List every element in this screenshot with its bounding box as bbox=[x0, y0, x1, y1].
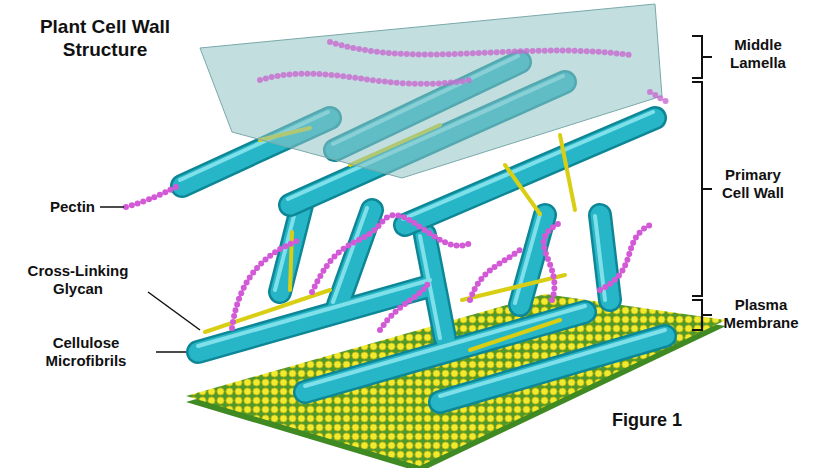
part-label: Cellulose Microfibrils bbox=[22, 334, 150, 370]
figure-caption: Figure 1 bbox=[612, 410, 682, 432]
brackets bbox=[692, 36, 712, 330]
layer-label: Middle Lamella bbox=[716, 36, 800, 72]
leader-lines bbox=[100, 207, 200, 352]
part-label: Pectin bbox=[50, 198, 95, 216]
layer-label: Plasma Membrane bbox=[714, 296, 808, 332]
layer-label: Primary Cell Wall bbox=[722, 166, 784, 202]
pectin-chains bbox=[126, 186, 650, 330]
part-label: Cross-Linking Glycan bbox=[10, 262, 146, 298]
diagram-title: Plant Cell Wall Structure bbox=[20, 16, 190, 62]
middle-lamella-sheet bbox=[200, 4, 668, 178]
